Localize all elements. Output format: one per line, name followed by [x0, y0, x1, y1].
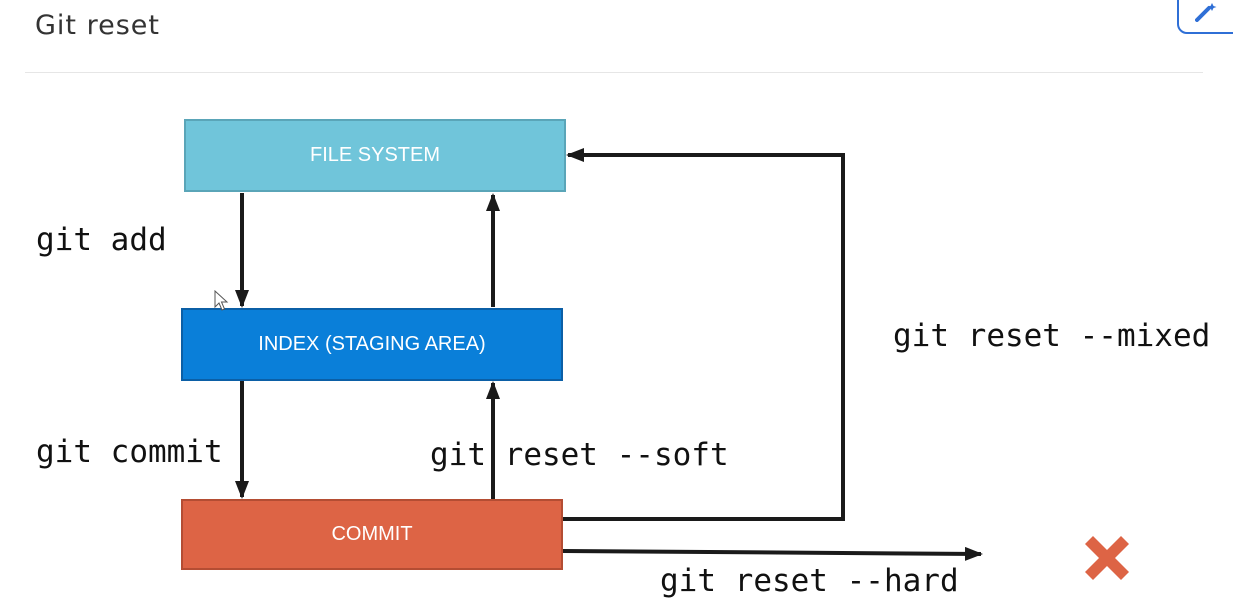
git-reset-hard-label: git reset --hard: [660, 563, 959, 599]
index-box: INDEX (STAGING AREA): [181, 308, 563, 381]
git-reset-mixed-label: git reset --mixed: [893, 318, 1211, 354]
index-label: INDEX (STAGING AREA): [258, 333, 486, 355]
file-system-label: FILE SYSTEM: [309, 144, 441, 166]
git-add-label: git add: [36, 222, 167, 258]
file-system-box: FILE SYSTEM: [184, 119, 566, 192]
magic-wand-icon: [1195, 3, 1217, 22]
arrow-mixed: [563, 148, 845, 521]
cross-icon: [1085, 536, 1129, 580]
git-commit-label: git commit: [36, 434, 223, 470]
commit-label: COMMIT: [331, 523, 413, 545]
title-divider: [25, 72, 1203, 73]
arrow-hard: [562, 546, 983, 561]
mouse-cursor-icon: [214, 290, 229, 311]
commit-box: COMMIT: [181, 499, 563, 570]
git-reset-soft-label: git reset --soft: [430, 437, 729, 473]
magic-wand-button[interactable]: [1177, 0, 1233, 34]
page-title: Git reset: [35, 10, 160, 41]
